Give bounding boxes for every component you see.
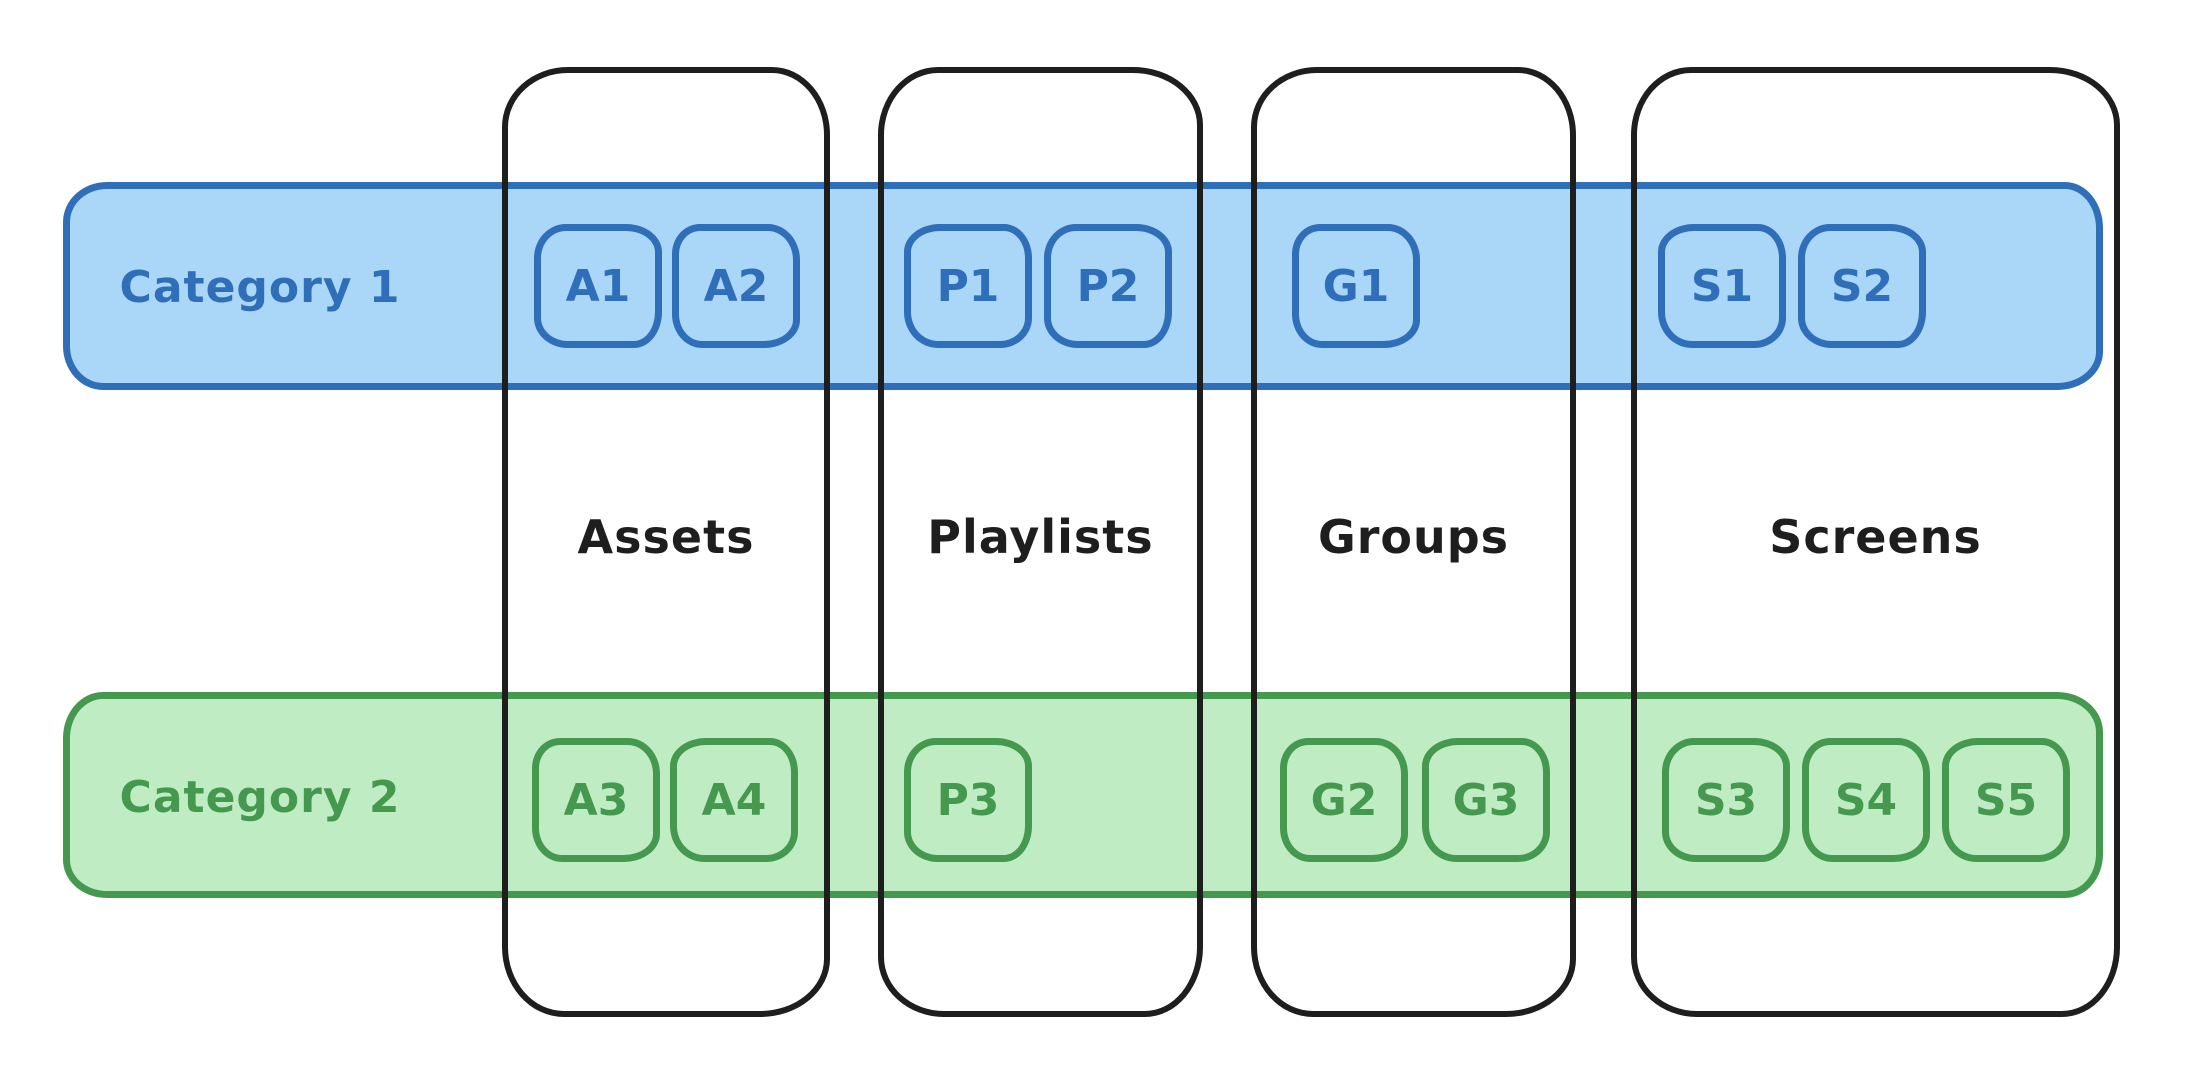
item-chip-p3: P3 [904, 738, 1032, 862]
item-chip-p2: P2 [1044, 224, 1172, 348]
item-chip-s4: S4 [1802, 738, 1930, 862]
item-chip-a1-label: A1 [565, 260, 631, 312]
item-chip-s2: S2 [1798, 224, 1926, 348]
item-chip-p1: P1 [904, 224, 1032, 348]
column-assets [502, 67, 830, 1017]
item-chip-g1-label: G1 [1322, 260, 1390, 312]
item-chip-g3: G3 [1422, 738, 1550, 862]
item-chip-s4-label: S4 [1834, 774, 1898, 826]
item-chip-s1-label: S1 [1690, 260, 1754, 312]
item-chip-a3-label: A3 [563, 774, 629, 826]
column-label-groups: Groups [1317, 510, 1510, 564]
column-label-screens: Screens [1769, 510, 1982, 564]
item-chip-g2-label: G2 [1310, 774, 1378, 826]
item-chip-s2-label: S2 [1830, 260, 1894, 312]
item-chip-p3-label: P3 [936, 774, 1000, 826]
item-chip-s3-label: S3 [1694, 774, 1758, 826]
item-chip-a1: A1 [534, 224, 662, 348]
column-groups [1251, 67, 1576, 1017]
category-1-band [63, 182, 2103, 390]
category-2-label: Category 2 [119, 772, 401, 823]
category-2-band [63, 692, 2103, 898]
item-chip-a2-label: A2 [703, 260, 769, 312]
item-chip-s5-label: S5 [1974, 774, 2038, 826]
column-screens [1631, 67, 2120, 1017]
item-chip-s1: S1 [1658, 224, 1786, 348]
item-chip-p1-label: P1 [936, 260, 1000, 312]
item-chip-p2-label: P2 [1076, 260, 1140, 312]
item-chip-a2: A2 [672, 224, 800, 348]
column-playlists [878, 67, 1203, 1017]
column-label-assets: Assets [577, 510, 755, 564]
item-chip-a3: A3 [532, 738, 660, 862]
item-chip-a4: A4 [670, 738, 798, 862]
column-label-playlists: Playlists [927, 510, 1154, 564]
item-chip-s3: S3 [1662, 738, 1790, 862]
item-chip-a4-label: A4 [701, 774, 767, 826]
category-1-label: Category 1 [119, 262, 401, 313]
item-chip-g2: G2 [1280, 738, 1408, 862]
item-chip-s5: S5 [1942, 738, 2070, 862]
item-chip-g1: G1 [1292, 224, 1420, 348]
item-chip-g3-label: G3 [1452, 774, 1520, 826]
